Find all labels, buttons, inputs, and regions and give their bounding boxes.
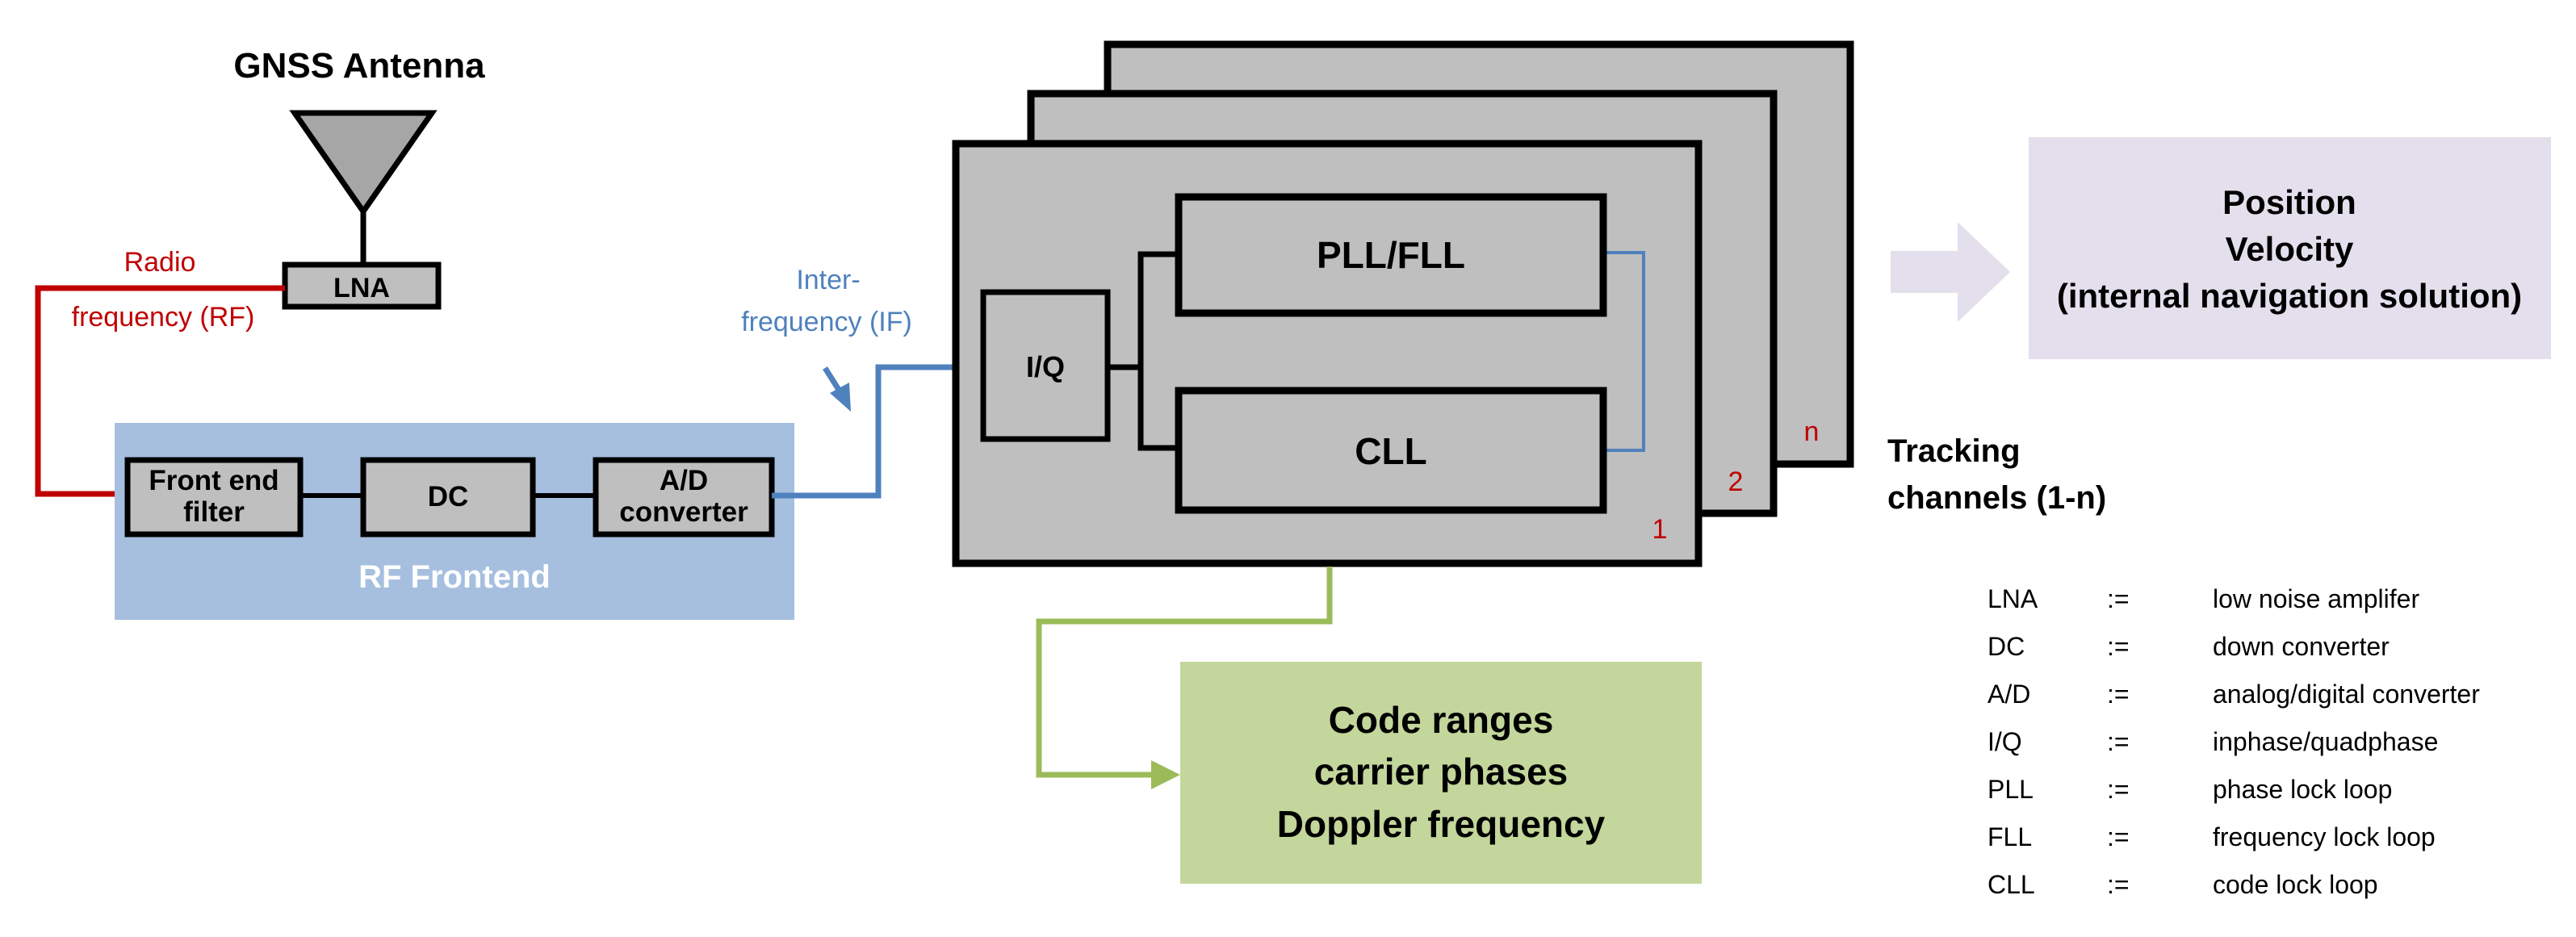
cll-block: [1175, 387, 1607, 514]
iq-block: [980, 289, 1111, 442]
legend-separator: :=: [2107, 584, 2130, 613]
legend-row: CLL := code lock loop: [1987, 870, 2378, 899]
observables-line-2: carrier phases: [1314, 751, 1569, 793]
channel-number-1: 1: [1652, 514, 1668, 545]
navigation-line-3: (internal navigation solution): [2057, 277, 2522, 315]
tracking-channels: n 2 1 I/Q PLL/FLL CLL Tracking channels …: [952, 40, 2106, 567]
legend-row: LNA := low noise amplifer: [1987, 584, 2419, 613]
legend-abbr: A/D: [1987, 680, 2030, 709]
if-signal-line: [772, 364, 983, 499]
legend-separator: :=: [2107, 822, 2130, 851]
navigation-solution: Position Velocity (internal navigation s…: [1891, 137, 2551, 359]
observables-line-3: Doppler frequency: [1277, 803, 1606, 845]
observables-line: [1036, 567, 1333, 778]
rf-signal-line: [35, 285, 285, 497]
dc-label: DC: [428, 481, 469, 512]
gnss-antenna: GNSS Antenna LNA: [233, 46, 485, 310]
legend-separator: :=: [2107, 727, 2130, 756]
if-label-line1: Inter-: [796, 265, 860, 295]
legend-description: frequency lock loop: [2213, 822, 2436, 851]
frontend-filter-label-1: Front end: [149, 465, 279, 496]
navigation-box: [2029, 137, 2551, 359]
channel-number-2: 2: [1728, 466, 1744, 497]
legend-row: A/D := analog/digital converter: [1987, 680, 2480, 709]
frontend-filter-block: [124, 457, 304, 538]
antenna-icon: [289, 110, 438, 217]
pll-fll-block: [1175, 193, 1607, 317]
legend-description: analog/digital converter: [2213, 680, 2480, 709]
legend-row: PLL := phase lock loop: [1987, 775, 2392, 804]
rf-label-line2: frequency (RF): [72, 302, 255, 333]
observables-box: [1180, 662, 1702, 884]
if-signal-path: Inter- frequency (IF): [741, 265, 983, 499]
iq-label: I/Q: [1026, 350, 1065, 383]
legend-abbr: DC: [1987, 632, 2025, 661]
rf-signal-path: Radio frequency (RF): [35, 247, 285, 497]
ad-converter-block: [593, 457, 775, 538]
legend-abbr: CLL: [1987, 870, 2035, 899]
tracking-caption-2: channels (1-n): [1887, 480, 2106, 516]
rf-label-line1: Radio: [124, 247, 196, 278]
legend-description: inphase/quadphase: [2213, 727, 2438, 756]
legend-separator: :=: [2107, 680, 2130, 709]
navigation-line-2: Velocity: [2226, 230, 2354, 268]
legend-abbr: LNA: [1987, 584, 2038, 613]
ad-converter-label-2: converter: [619, 496, 748, 528]
rf-frontend-label: RF Frontend: [358, 559, 551, 595]
tracking-caption-1: Tracking: [1887, 433, 2021, 469]
legend-abbr: FLL: [1987, 822, 2032, 851]
dc-block: [360, 457, 536, 538]
lna-label: LNA: [333, 273, 390, 303]
legend-row: DC := down converter: [1987, 632, 2390, 661]
legend-description: code lock loop: [2213, 870, 2378, 899]
observables-line-1: Code ranges: [1329, 699, 1554, 741]
legend-description: down converter: [2213, 632, 2390, 661]
legend-row: I/Q := inphase/quadphase: [1987, 727, 2438, 756]
ad-converter-label-1: A/D: [660, 465, 708, 496]
antenna-title: GNSS Antenna: [233, 46, 485, 86]
legend-separator: :=: [2107, 775, 2130, 804]
legend-description: phase lock loop: [2213, 775, 2392, 804]
if-pointer-arrowhead: [830, 383, 851, 412]
navigation-line-1: Position: [2222, 183, 2356, 221]
iq-branch: [1137, 251, 1179, 451]
if-label-line2: frequency (IF): [741, 307, 912, 337]
observables: Code ranges carrier phases Doppler frequ…: [1036, 567, 1702, 884]
rf-frontend: RF Frontend Front end filter DC A/D conv…: [115, 423, 794, 620]
legend-separator: :=: [2107, 632, 2130, 661]
navigation-arrow: [1891, 222, 2010, 322]
legend-row: FLL := frequency lock loop: [1987, 822, 2436, 851]
observables-arrowhead: [1151, 760, 1180, 789]
legend-separator: :=: [2107, 870, 2130, 899]
legend-abbr: I/Q: [1987, 727, 2022, 756]
frontend-filter-label-2: filter: [183, 496, 245, 528]
pll-fll-label: PLL/FLL: [1317, 234, 1465, 276]
legend-abbr: PLL: [1987, 775, 2034, 804]
channel-number-n: n: [1804, 416, 1820, 447]
cll-label: CLL: [1355, 430, 1426, 472]
legend-description: low noise amplifer: [2213, 584, 2419, 613]
feedback-line: [1603, 251, 1645, 452]
